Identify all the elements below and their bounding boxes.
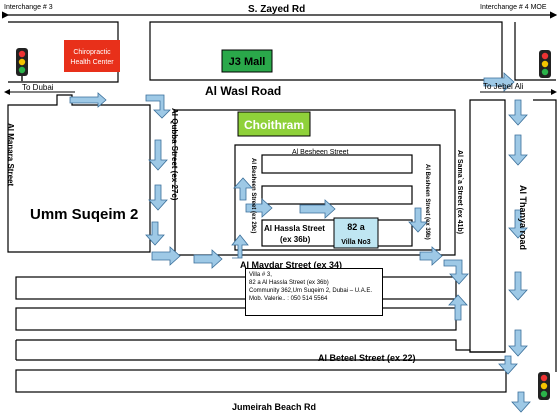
al-manara-label: Al Manara Street	[6, 123, 15, 186]
to-jebel-ali-label: To Jebel Ali	[483, 82, 524, 91]
al-qubba-label: Al Qubba Street (ex 27c)	[170, 108, 179, 201]
villa-label-2: Villa No3	[341, 239, 371, 246]
al-beteel-label: Al Beteel Street (ex 22)	[318, 353, 416, 363]
al-besheen-right-label: Al Besheen Street (ex 39b)	[424, 164, 430, 240]
info-line-1: Villa # 3,	[249, 272, 272, 278]
traffic-light-icon	[538, 372, 550, 400]
interchange-3-label: Interchange # 3	[4, 4, 53, 11]
traffic-light-icon	[16, 48, 28, 82]
info-line-2: 82 a Al Hassla Street (ex 36b)	[249, 280, 329, 286]
villa-label-1: 82 a	[347, 222, 366, 232]
al-wasl-label: Al Wasl Road	[205, 84, 281, 98]
villa-info-box: Villa # 3, 82 a Al Hassla Street (ex 36b…	[245, 268, 383, 316]
villa-box	[333, 217, 379, 249]
al-sama-label: Al Sama`a Street (ex 41b)	[456, 150, 463, 234]
chiropractic-label-2: Health Center	[70, 59, 114, 66]
chiropractic-box	[64, 40, 120, 72]
szayed-road-label: S. Zayed Rd	[248, 4, 305, 15]
city-blocks	[7, 21, 557, 393]
j3-mall-box	[221, 49, 273, 73]
interchange-4-label: Interchange # 4 MOE	[480, 4, 547, 11]
j3-mall-label: J3 Mall	[229, 56, 266, 68]
al-besheen-top-label: Al Besheen Street	[292, 149, 348, 156]
al-hassla-ex-label: (ex 36b)	[280, 235, 311, 244]
choithram-box	[237, 111, 311, 137]
al-thanya-label: Al Thanya road	[518, 185, 528, 250]
info-line-3: Community 362,Um Suqeim 2, Dubai – U.A.E…	[249, 288, 373, 294]
info-line-4: Mob. Valerie.. : 050 514 5564	[249, 296, 328, 302]
al-maydar-label: Al Maydar Street (ex 34)	[240, 260, 342, 270]
jumeirah-label: Jumeirah Beach Rd	[232, 402, 316, 412]
traffic-light-icon	[539, 50, 551, 78]
al-besheen-left-label: Al Besheen Street (ex 29c)	[250, 158, 256, 233]
area-label: Umm Suqeim 2	[30, 206, 138, 223]
route-arrows	[69, 72, 531, 413]
al-hassla-label: Al Hassla Street	[264, 224, 325, 233]
chiropractic-label-1: Chiropractic	[73, 49, 111, 56]
choithram-label: Choithram	[244, 118, 304, 132]
to-dubai-label: To Dubai	[22, 83, 54, 92]
